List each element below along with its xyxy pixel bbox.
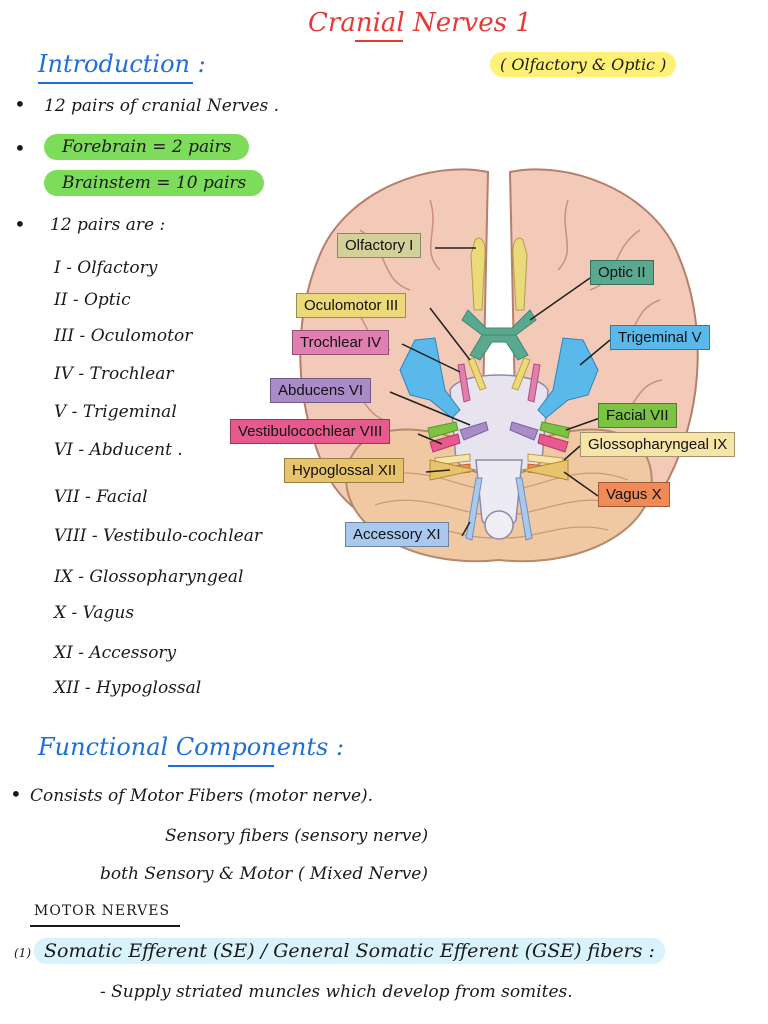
list-item: XII - Hypoglossal [54,678,202,698]
optic-chiasm [461,309,537,361]
label-optic: Optic II [590,260,654,285]
label-trigeminal: Trigeminal V [610,325,710,350]
intro-heading-underline [38,82,193,84]
list-item: IX - Glossopharyngeal [54,567,244,587]
list-item: VI - Abducent . [54,440,183,460]
oculomotor-nerve-left [467,357,487,391]
motor-item1-highlight: Somatic Efferent (SE) / General Somatic … [34,938,665,964]
vestibulocochlear-nerve-left [429,433,461,453]
bullet: • [14,212,26,236]
trigeminal-nerve-right [537,337,599,419]
abducens-nerve-right [509,421,539,441]
hypoglossal-nerve-left [429,459,477,481]
page-title: Cranial Nerves 1 [308,8,532,38]
functional-heading: Functional Components : [38,733,345,761]
list-item: V - Trigeminal [54,402,177,422]
list-heading: 12 pairs are : [50,215,166,235]
facial-nerve-right [539,421,571,439]
functional-line1: Consists of Motor Fibers (motor nerve). [30,786,374,806]
brainstem-highlight: Brainstem = 10 pairs [44,170,265,196]
bullet: • [14,136,26,160]
olfactory-tract-left [470,237,486,311]
facial-nerve-left [427,421,459,439]
accessory-nerve-right [515,477,533,541]
brain-illustration [299,168,699,563]
functional-heading-underline [168,765,274,767]
list-item: IV - Trochlear [54,364,174,384]
functional-line3: both Sensory & Motor ( Mixed Nerve) [100,864,428,884]
forebrain-highlight: Forebrain = 2 pairs [44,134,250,160]
label-trochlear: Trochlear IV [292,330,390,355]
list-item: VIII - Vestibulo-cochlear [54,526,262,546]
motor-item-number: (1) [14,946,31,960]
leader-lines [389,247,611,537]
list-item: VII - Facial [54,487,148,507]
list-item: II - Optic [54,290,131,310]
oculomotor-nerve-right [511,357,531,391]
label-vestibulocochlear: Vestibulocochlear VIII [230,419,391,444]
vestibulocochlear-nerve-right [537,433,569,453]
accessory-nerve-left [465,477,483,541]
olfactory-tract-right [512,237,528,311]
label-oculomotor: Oculomotor III [296,293,407,318]
label-glossopharyngeal: Glossopharyngeal IX [580,432,736,457]
trochlear-nerve-left [457,363,471,403]
intro-heading: Introduction : [38,50,206,78]
functional-line2: Sensory fibers (sensory nerve) [165,826,429,846]
intro-line1: 12 pairs of cranial Nerves . [44,96,280,116]
motor-heading: MOTOR NERVES [34,903,171,919]
list-item: I - Olfactory [54,258,158,278]
hypoglossal-nerve-right [521,459,569,481]
label-facial: Facial VII [598,403,677,428]
bullet: • [10,782,22,806]
motor-item1-sub: - Supply striated muncles which develop … [100,982,573,1002]
motor-heading-underline [30,925,180,927]
label-accessory: Accessory XI [345,522,449,547]
trochlear-nerve-right [527,363,541,403]
label-hypoglossal: Hypoglossal XII [284,458,405,483]
list-item: XI - Accessory [54,643,177,663]
spinal-cord [484,510,514,540]
label-abducens: Abducens VI [270,378,372,403]
abducens-nerve-left [459,421,489,441]
list-item: III - Oculomotor [54,326,193,346]
title-underline [355,40,403,42]
page-subtitle: ( Olfactory & Optic ) [490,52,677,77]
list-item: X - Vagus [54,603,135,623]
bullet: • [14,92,26,116]
brain-diagram: Olfactory I Optic II Oculomotor III Troc… [230,160,768,580]
label-olfactory: Olfactory I [337,233,422,258]
label-vagus: Vagus X [598,482,670,507]
